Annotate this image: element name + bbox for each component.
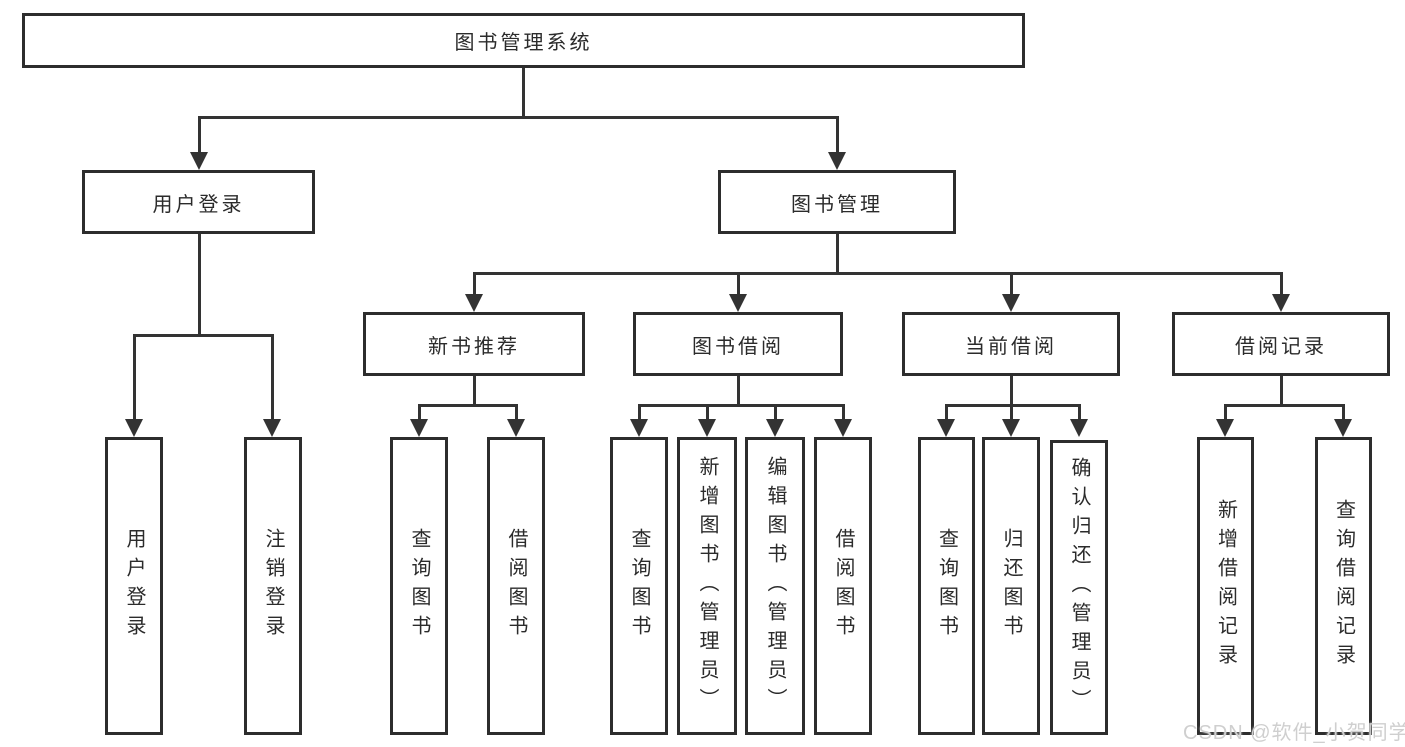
- arrow-borrow-book-2: [834, 419, 852, 437]
- connector-level3-bus: [472, 271, 1283, 275]
- arrow-confirm-return: [1070, 419, 1088, 437]
- leaf-confirm-return-admin-label: 确认归还（管理员）: [1068, 457, 1090, 718]
- leaf-confirm-return-admin: 确认归还（管理员）: [1050, 440, 1108, 735]
- arrow-new-book-rec: [465, 294, 483, 312]
- connector-drop-add-record: [1223, 405, 1227, 420]
- connector-drop-add-book: [705, 405, 709, 420]
- connector-borrow-record-bus: [1223, 403, 1345, 407]
- connector-drop-borrow-record: [1279, 273, 1283, 295]
- arrow-user-login: [190, 152, 208, 170]
- node-user-login-label: 用户登录: [152, 193, 245, 216]
- node-borrow-record-label: 借阅记录: [1235, 335, 1327, 358]
- connector-drop-book-mgmt: [835, 117, 839, 153]
- connector-level2-bus: [197, 115, 839, 119]
- connector-drop-new-book-rec: [472, 273, 476, 295]
- connector-book-mgmt-stem: [835, 234, 839, 274]
- connector-drop-query-record: [1341, 405, 1345, 420]
- leaf-return-book-label: 归还图书: [1000, 528, 1022, 644]
- leaf-query-borrow-record: 查询借阅记录: [1315, 437, 1372, 735]
- arrow-book-mgmt: [828, 152, 846, 170]
- connector-borrow-record-stem: [1279, 376, 1283, 406]
- leaf-query-book-borrow: 查询图书: [610, 437, 668, 735]
- arrow-book-borrow: [729, 294, 747, 312]
- leaf-logout-label: 注销登录: [262, 528, 284, 644]
- arrow-query-book-2: [630, 419, 648, 437]
- connector-drop-return-book: [1009, 405, 1013, 420]
- node-user-login: 用户登录: [82, 170, 315, 234]
- arrow-query-book-3: [937, 419, 955, 437]
- csdn-watermark: CSDN @软件_小贺同学: [1183, 722, 1405, 744]
- connector-current-borrow-bus: [944, 403, 1081, 407]
- connector-new-book-rec-bus: [417, 403, 518, 407]
- connector-book-borrow-stem: [736, 376, 740, 406]
- leaf-query-book-current: 查询图书: [918, 437, 975, 735]
- connector-drop-query-book-3: [944, 405, 948, 420]
- node-book-mgmt: 图书管理: [718, 170, 956, 234]
- leaf-borrow-book-borrow: 借阅图书: [814, 437, 872, 735]
- connector-new-book-rec-stem: [472, 376, 476, 406]
- leaf-add-borrow-record-label: 新增借阅记录: [1214, 499, 1237, 673]
- leaf-query-borrow-record-label: 查询借阅记录: [1332, 499, 1355, 673]
- node-book-mgmt-label: 图书管理: [791, 193, 883, 216]
- connector-user-login-bus: [132, 333, 274, 337]
- arrow-borrow-book-1: [507, 419, 525, 437]
- leaf-add-book-admin-label: 新增图书（管理员）: [696, 455, 718, 717]
- leaf-borrow-book-recommend: 借阅图书: [487, 437, 545, 735]
- arrow-return-book: [1002, 419, 1020, 437]
- node-book-borrow: 图书借阅: [633, 312, 843, 376]
- leaf-user-login-label: 用户登录: [123, 528, 145, 644]
- arrow-leaf-logout: [263, 419, 281, 437]
- arrow-add-book: [698, 419, 716, 437]
- connector-drop-edit-book: [773, 405, 777, 420]
- connector-drop-book-borrow: [736, 273, 740, 295]
- connector-drop-borrow-book-1: [514, 405, 518, 420]
- node-new-book-recommend: 新书推荐: [363, 312, 585, 376]
- leaf-user-login: 用户登录: [105, 437, 163, 735]
- connector-drop-query-book-1: [417, 405, 421, 420]
- connector-drop-leaf-logout: [270, 335, 274, 420]
- node-new-book-recommend-label: 新书推荐: [428, 335, 520, 358]
- connector-root-stem: [521, 68, 525, 117]
- leaf-return-book: 归还图书: [982, 437, 1040, 735]
- arrow-leaf-user-login: [125, 419, 143, 437]
- arrow-edit-book: [766, 419, 784, 437]
- node-book-borrow-label: 图书借阅: [692, 335, 784, 358]
- connector-drop-borrow-book-2: [841, 405, 845, 420]
- leaf-borrow-book-borrow-label: 借阅图书: [832, 528, 854, 644]
- connector-drop-current-borrow: [1009, 273, 1013, 295]
- leaf-logout: 注销登录: [244, 437, 302, 735]
- connector-drop-leaf-user-login: [132, 335, 136, 420]
- leaf-query-book-borrow-label: 查询图书: [628, 528, 650, 644]
- connector-drop-query-book-2: [637, 405, 641, 420]
- leaf-query-book-current-label: 查询图书: [935, 528, 958, 644]
- arrow-borrow-record: [1272, 294, 1290, 312]
- leaf-edit-book-admin-label: 编辑图书（管理员）: [764, 455, 786, 717]
- arrow-query-book-1: [410, 419, 428, 437]
- leaf-query-book-recommend: 查询图书: [390, 437, 448, 735]
- node-root-label: 图书管理系统: [454, 32, 593, 54]
- connector-current-borrow-stem: [1009, 376, 1013, 406]
- arrow-current-borrow: [1002, 294, 1020, 312]
- leaf-borrow-book-recommend-label: 借阅图书: [505, 528, 527, 644]
- arrow-add-record: [1216, 419, 1234, 437]
- connector-drop-confirm-return: [1077, 405, 1081, 420]
- node-current-borrow-label: 当前借阅: [965, 335, 1057, 358]
- leaf-query-book-recommend-label: 查询图书: [408, 528, 430, 644]
- leaf-add-book-admin: 新增图书（管理员）: [677, 437, 737, 735]
- node-current-borrow: 当前借阅: [902, 312, 1120, 376]
- connector-drop-user-login: [197, 117, 201, 153]
- leaf-add-borrow-record: 新增借阅记录: [1197, 437, 1254, 735]
- connector-book-borrow-bus: [637, 403, 845, 407]
- node-root: 图书管理系统: [22, 13, 1025, 68]
- leaf-edit-book-admin: 编辑图书（管理员）: [745, 437, 805, 735]
- connector-user-login-stem: [197, 234, 201, 336]
- arrow-query-record: [1334, 419, 1352, 437]
- node-borrow-record: 借阅记录: [1172, 312, 1390, 376]
